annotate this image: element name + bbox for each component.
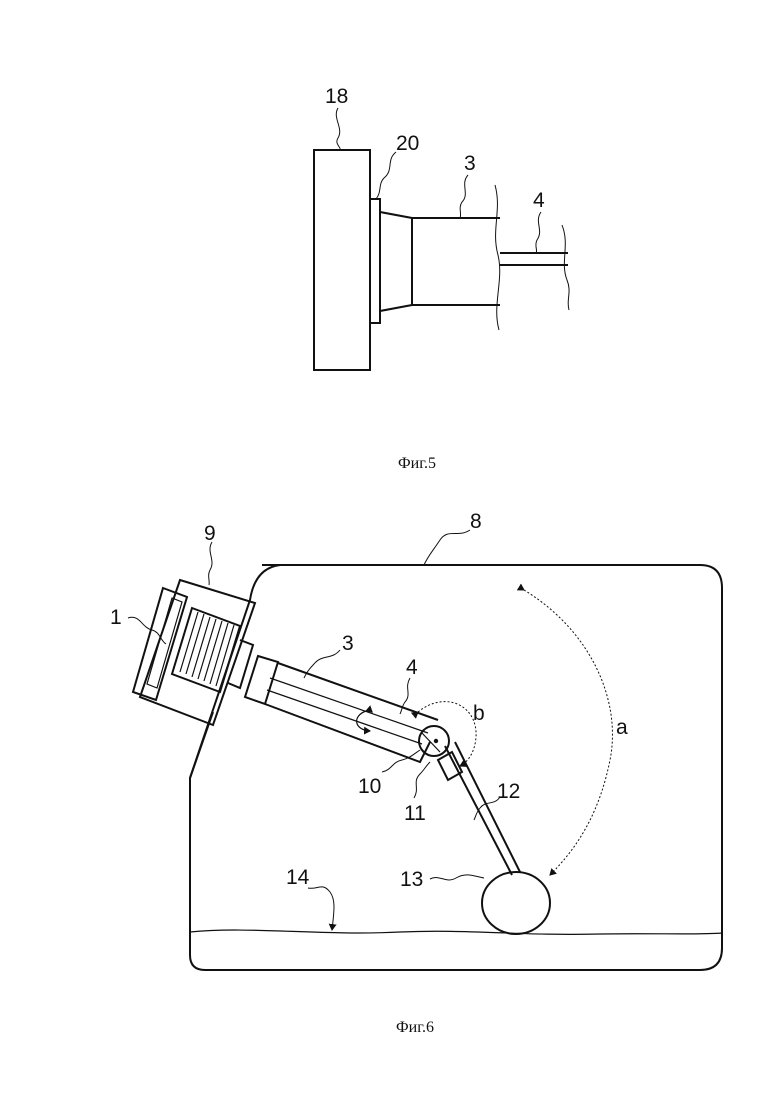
label-3-fig6: 3 [342, 632, 354, 655]
leader-20 [376, 152, 396, 199]
figure-6: 8 9 1 3 4 b a 10 11 12 13 14 Фиг.6 [110, 510, 722, 1036]
label-8: 8 [470, 510, 482, 533]
leader-4 [536, 212, 541, 253]
leader-13 [430, 875, 484, 880]
taper-neck [380, 212, 412, 311]
leader-14 [308, 887, 334, 930]
part-18-disc [314, 150, 370, 370]
housing-break-line [495, 185, 500, 330]
label-1: 1 [110, 606, 122, 629]
part-3-housing [412, 218, 500, 305]
part-4-rod [500, 253, 568, 265]
transducer-1-cap [133, 588, 187, 700]
leader-8 [424, 530, 470, 565]
rod-rotation-arrows [357, 711, 370, 731]
label-20: 20 [396, 132, 419, 155]
label-14: 14 [286, 866, 310, 889]
part-20-ring [370, 199, 380, 323]
threaded-section [172, 608, 240, 692]
leader-9 [209, 542, 212, 585]
label-12: 12 [497, 780, 520, 803]
rod-break-line [562, 225, 569, 310]
mount-9-body [140, 580, 255, 725]
float-13 [482, 872, 550, 934]
leader-10 [382, 750, 420, 772]
figure-6-caption: Фиг.6 [396, 1019, 434, 1036]
label-4: 4 [533, 189, 545, 212]
leader-11 [414, 762, 430, 798]
label-13: 13 [400, 868, 423, 891]
leader-18 [336, 108, 340, 150]
label-11: 11 [404, 802, 426, 825]
label-9: 9 [204, 522, 216, 545]
label-b: b [473, 702, 485, 725]
figure-5: 18 20 3 4 Фиг.5 [314, 85, 569, 472]
angle-a-arc [524, 590, 612, 875]
label-4-fig6: 4 [406, 656, 418, 679]
part-3-housing [245, 656, 278, 704]
label-18: 18 [325, 85, 348, 108]
liquid-surface-14 [190, 930, 722, 934]
pivot-point [434, 739, 438, 743]
label-a: a [616, 716, 628, 739]
label-10: 10 [358, 775, 381, 798]
figure-5-caption: Фиг.5 [398, 455, 436, 472]
leader-3 [460, 175, 468, 218]
label-3: 3 [464, 152, 476, 175]
tank-wall-gap [190, 712, 213, 778]
